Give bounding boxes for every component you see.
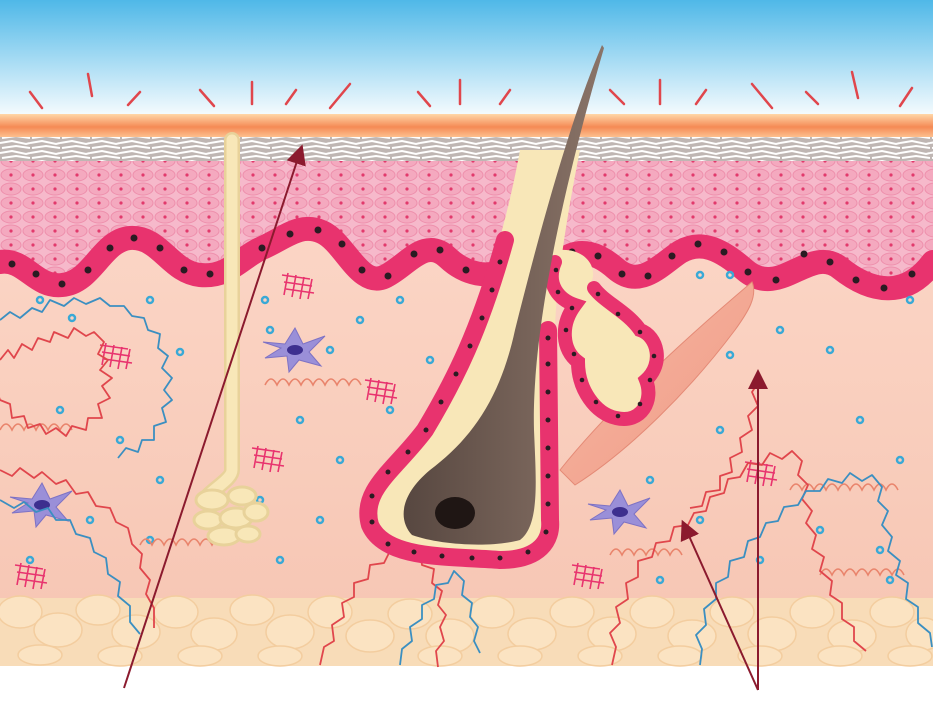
sky <box>0 0 933 122</box>
stratum-corneum <box>0 137 933 161</box>
surface-glow <box>0 114 933 140</box>
subcutaneous-fat <box>0 595 933 666</box>
hair-bulb-papilla <box>435 497 475 529</box>
